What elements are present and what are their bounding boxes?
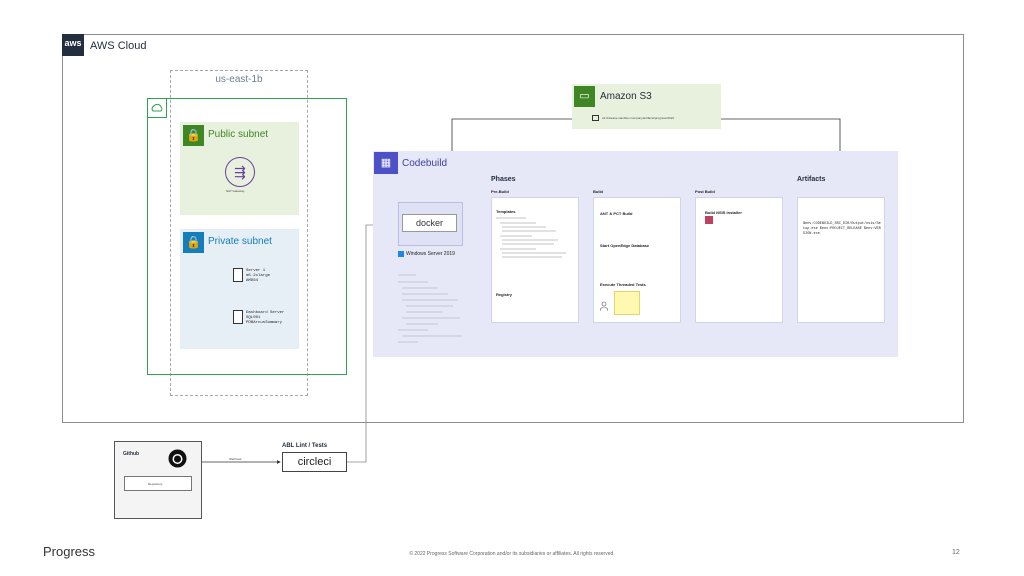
repository-box: [124, 476, 192, 491]
folder-icon: [592, 115, 599, 121]
private-subnet-title: Private subnet: [208, 236, 272, 247]
webhook-label: Webhook: [229, 457, 242, 461]
phases-title: Phases: [491, 176, 516, 183]
s3-title: Amazon S3: [600, 91, 652, 102]
user-icon: [599, 298, 609, 312]
circleci-logo: circleci: [282, 452, 347, 472]
aws-logo-icon: aws: [62, 34, 84, 56]
sticky-note: [614, 291, 640, 315]
templates-label: Templates: [496, 209, 516, 214]
postbuild-step-nsis: Build NSIS Installer: [705, 210, 742, 215]
build-step-tests: Execute Threaded Tests: [600, 282, 646, 287]
public-subnet-title: Public subnet: [208, 129, 269, 140]
server-icon: [233, 268, 243, 282]
buildspec-snippet: [398, 270, 464, 345]
artifacts-title: Artifacts: [797, 176, 826, 183]
lock-icon: 🔒: [183, 125, 204, 146]
nat-gateway-icon: ⇶: [225, 157, 255, 187]
region-boundary: [170, 70, 308, 396]
prebuild-label: Pre-Build: [491, 189, 509, 194]
postbuild-label: Post Build: [695, 189, 715, 194]
codebuild-icon: ▦: [374, 152, 398, 174]
progress-logo: Progress: [43, 544, 96, 559]
artifacts-text: $env:CODEBUILD_SRC_DIR/Output/nsis/Setup…: [803, 222, 881, 236]
github-title: Github: [123, 451, 140, 457]
circleci-heading: ABL Lint / Tests: [282, 443, 328, 449]
server-icon: [233, 310, 243, 324]
aws-cloud-frame: [62, 34, 964, 423]
aws-cloud-title: AWS Cloud: [90, 40, 147, 52]
build-step-start-db: Start OpenEdge Database: [600, 243, 650, 248]
nat-gateway-label: NAT Gateway: [226, 189, 245, 193]
s3-bucket-icon: ▭: [574, 86, 595, 107]
build-step-ant-pct: ANT & PCT Build: [600, 211, 633, 216]
registry-label: Registry: [496, 292, 513, 297]
copyright-text: © 2022 Progress Software Corporation and…: [409, 551, 615, 557]
region-label: us-east-1b: [215, 74, 263, 85]
build-label: Build: [593, 189, 603, 194]
vpc-boundary: [147, 98, 347, 375]
docker-logo-icon: docker: [402, 214, 457, 232]
page-number: 12: [952, 549, 960, 556]
windows-icon: [398, 251, 404, 257]
github-logo-icon: [168, 449, 187, 468]
lock-icon: 🔒: [183, 232, 204, 253]
repository-label: Repository: [148, 482, 163, 486]
vpc-cloud-icon: [147, 98, 167, 118]
artifacts-card: [797, 197, 885, 323]
s3-group: [572, 84, 721, 129]
codebuild-title: Codebuild: [402, 158, 448, 169]
templates-list: [496, 215, 574, 265]
s3-path: s3://release.sandbox.company/artifacts/p…: [602, 116, 675, 120]
windows-label: Windows Server 2019: [406, 251, 455, 257]
nsis-icon: [705, 216, 713, 224]
